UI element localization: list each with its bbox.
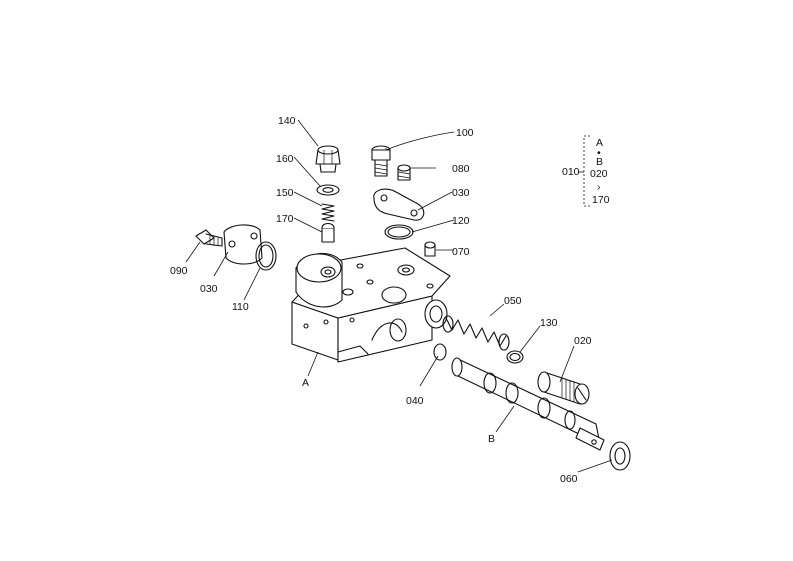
- part-100-plug: [371, 145, 391, 177]
- legend-A: A: [596, 137, 603, 149]
- part-130-ring: [506, 350, 524, 364]
- part-060-seal: [609, 441, 631, 471]
- part-090-bolt: [195, 229, 223, 247]
- leader-lines: [185, 119, 613, 473]
- label-040: 040: [406, 395, 424, 407]
- label-080: 080: [452, 163, 470, 175]
- label-160: 160: [276, 153, 294, 165]
- part-040-ring: [433, 343, 447, 361]
- part-080-plug: [397, 164, 411, 181]
- label-020: 020: [574, 335, 592, 347]
- part-050-spring: [442, 315, 510, 351]
- label-060: 060: [560, 473, 578, 485]
- part-170-poppet: [321, 222, 335, 243]
- label-B: B: [488, 433, 495, 445]
- part-120-oring: [384, 224, 414, 240]
- part-160-washer: [316, 184, 340, 196]
- part-030-side-plate: [223, 224, 263, 265]
- legend-020: 020: [590, 168, 608, 180]
- part-140-plug: [315, 145, 341, 173]
- part-110-oring: [255, 241, 277, 271]
- label-050: 050: [504, 295, 522, 307]
- legend-arrow: ›: [597, 181, 601, 193]
- part-020-cap: [537, 371, 590, 405]
- label-110: 110: [232, 301, 249, 313]
- part-spool-B: [451, 357, 605, 451]
- legend-B: B: [596, 156, 603, 168]
- assembly-legend: 010 A • B 020 › 170: [562, 135, 610, 207]
- label-140: 140: [278, 115, 296, 127]
- label-100: 100: [456, 127, 474, 139]
- label-150: 150: [276, 187, 294, 199]
- label-030-side: 030: [200, 283, 218, 295]
- label-130: 130: [540, 317, 558, 329]
- part-150-spring: [321, 203, 335, 222]
- label-120: 120: [452, 215, 470, 227]
- valve-body-A: [291, 247, 451, 363]
- legend-170: 170: [592, 194, 610, 206]
- part-070-plug: [424, 241, 436, 257]
- label-070: 070: [452, 246, 470, 258]
- legend-010: 010: [562, 166, 580, 178]
- part-030-cover-plate: [373, 188, 425, 221]
- label-170: 170: [276, 213, 294, 225]
- label-090: 090: [170, 265, 188, 277]
- legend-dot: •: [597, 147, 601, 159]
- label-030-top: 030: [452, 187, 470, 199]
- label-A: A: [302, 377, 309, 389]
